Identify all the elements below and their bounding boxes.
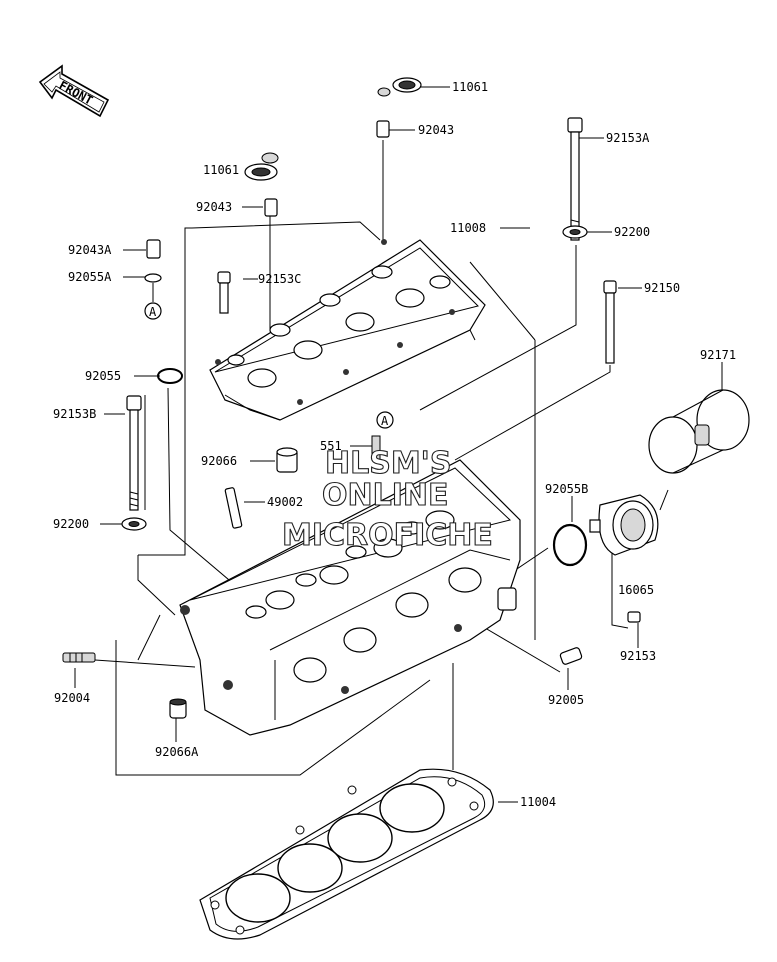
label-92043-top: 92043 — [418, 123, 454, 137]
seal-11061-top — [377, 77, 422, 97]
label-92005: 92005 — [548, 693, 584, 707]
ref-a-circle-left: A — [144, 302, 162, 320]
plug-92066 — [276, 447, 298, 473]
label-49002: 49002 — [267, 495, 303, 509]
stud-551 — [371, 435, 381, 461]
dowel-92043-left — [264, 198, 278, 217]
label-92200-left: 92200 — [53, 517, 89, 531]
watermark-line1: HLSM'S — [325, 446, 451, 481]
label-92055B: 92055B — [545, 482, 588, 496]
label-92004: 92004 — [54, 691, 90, 705]
label-92153: 92153 — [620, 649, 656, 663]
washer-92200-left — [121, 517, 147, 531]
washer-92200-right — [562, 225, 588, 239]
label-92043A: 92043A — [68, 243, 112, 257]
watermark-line2: ONLINE — [322, 478, 449, 513]
label-92153B: 92153B — [53, 407, 96, 421]
label-92066: 92066 — [201, 454, 237, 468]
bolt-92153B — [126, 395, 142, 511]
housing-16065 — [589, 494, 659, 556]
oring-92055 — [157, 368, 183, 384]
label-11008: 11008 — [450, 221, 486, 235]
label-92171: 92171 — [700, 348, 736, 362]
bolt-92153C — [217, 271, 231, 314]
label-11061-top: 11061 — [452, 80, 488, 94]
oring-92055A — [144, 273, 162, 283]
leader-lines — [74, 86, 723, 803]
guide-49002 — [224, 487, 243, 529]
dowel-92043A — [146, 239, 161, 259]
dowel-92043-top — [376, 120, 390, 138]
thermostat-92171 — [648, 389, 750, 474]
label-92043-left: 92043 — [196, 200, 232, 214]
label-92055: 92055 — [85, 369, 121, 383]
camshaft-holder-11008 — [209, 239, 486, 421]
label-11061-left: 11061 — [203, 163, 239, 177]
label-551: 551 — [320, 439, 342, 453]
label-92150: 92150 — [644, 281, 680, 295]
label-11004: 11004 — [520, 795, 556, 809]
watermark-line3: MICROFICHE — [282, 518, 493, 553]
label-92055A: 92055A — [68, 270, 112, 284]
label-92200-right: 92200 — [614, 225, 650, 239]
label-92153C: 92153C — [258, 272, 301, 286]
gasket-11004 — [199, 768, 494, 940]
svg-text:A: A — [381, 414, 389, 428]
ref-a-circle-head: A — [376, 411, 394, 429]
sensor-92005 — [559, 647, 583, 665]
cylinder-head — [179, 459, 521, 736]
label-92066A: 92066A — [155, 745, 199, 759]
bolt-92150 — [603, 280, 617, 364]
label-16065: 16065 — [618, 583, 654, 597]
watermark: HLSM'S ONLINE MICROFICHE — [281, 445, 493, 553]
seal-11061-left — [244, 152, 279, 181]
oring-92055B — [552, 523, 588, 567]
front-arrow-icon: FRONT — [38, 64, 110, 118]
stud-92004 — [62, 652, 96, 663]
bolt-92153A — [567, 117, 583, 241]
plug-92066A — [169, 698, 187, 719]
svg-text:A: A — [149, 305, 157, 319]
label-92153A: 92153A — [606, 131, 650, 145]
bolt-92153 — [627, 611, 641, 623]
